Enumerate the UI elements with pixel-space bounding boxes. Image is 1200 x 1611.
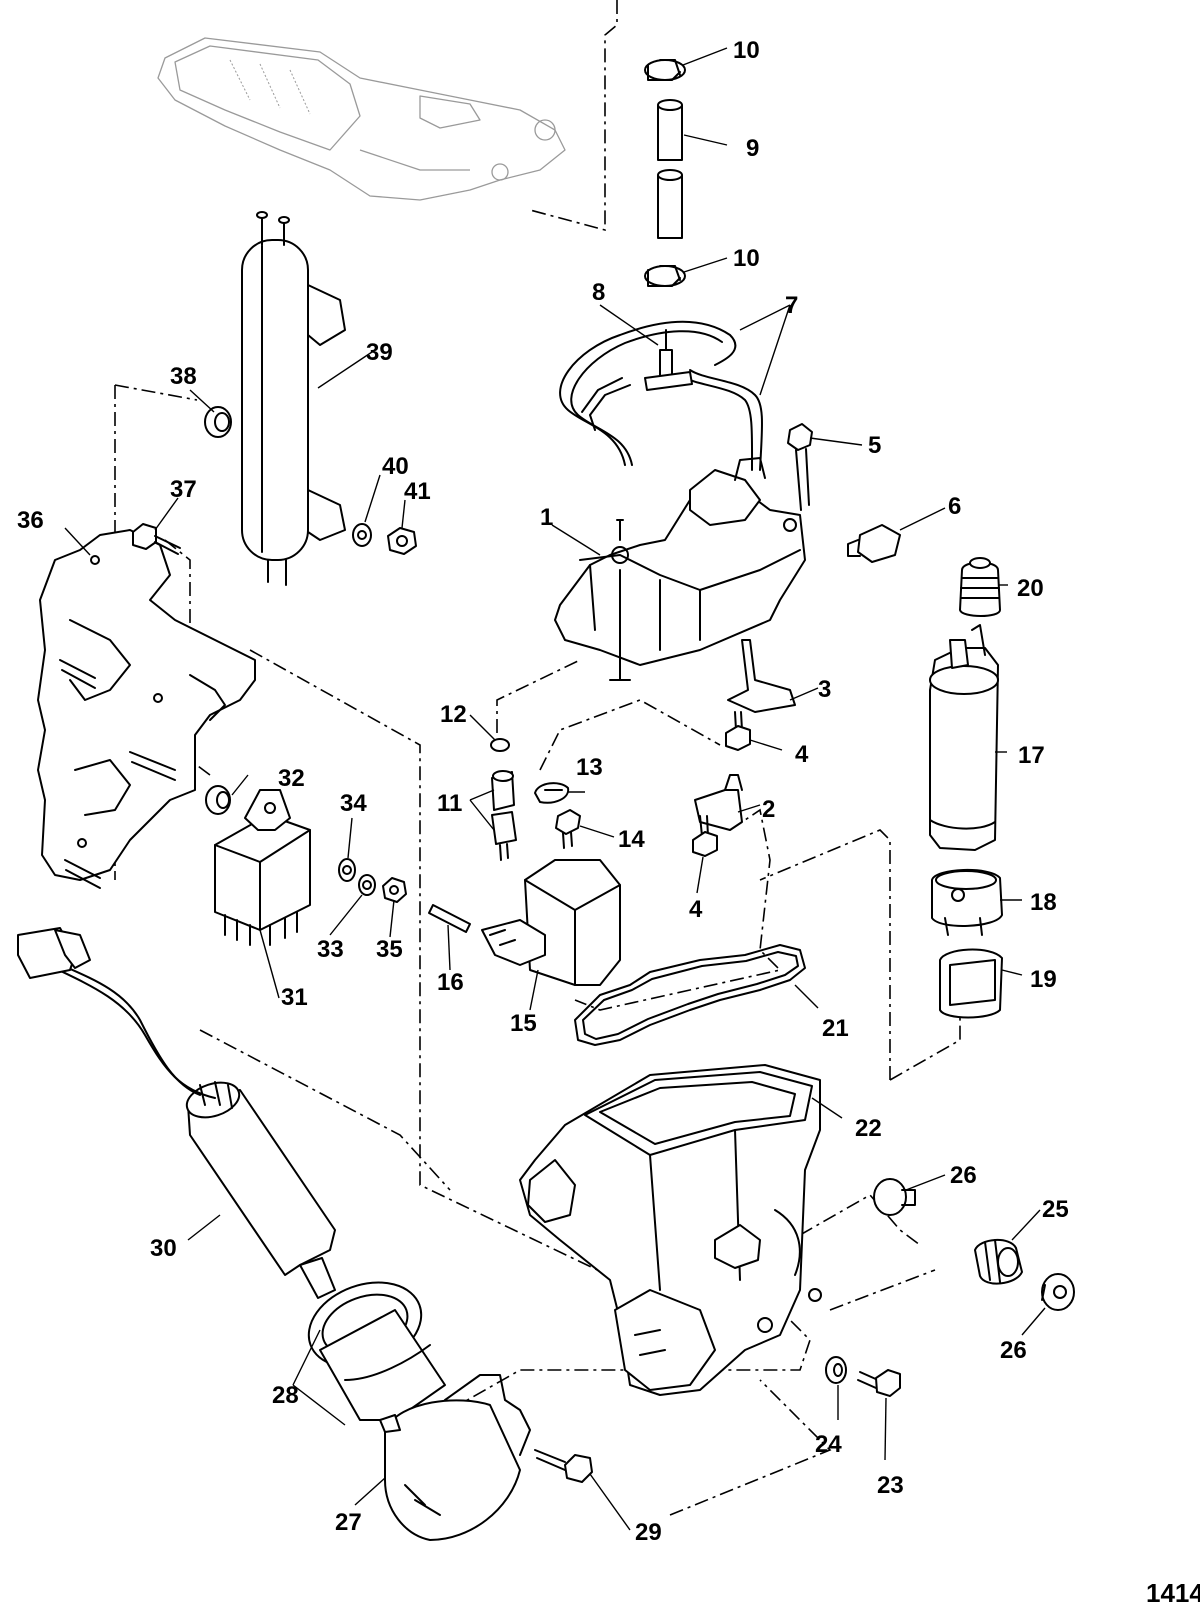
fuel-cooler-39 xyxy=(241,211,346,586)
callout-7: 7 xyxy=(785,292,798,319)
bracket-plate-36 xyxy=(37,529,256,889)
vent-hoses-7 xyxy=(559,320,764,471)
ghost-housing-outline xyxy=(157,37,566,201)
callout-33: 33 xyxy=(317,936,344,963)
callout-15: 15 xyxy=(510,1010,537,1037)
callout-2: 2 xyxy=(762,796,775,823)
callout-23: 23 xyxy=(877,1472,904,1499)
callout-11: 11 xyxy=(437,790,462,817)
callout-36: 36 xyxy=(17,507,44,534)
bolt-23 xyxy=(857,1369,901,1397)
callout-37: 37 xyxy=(170,476,197,503)
callout-19: 19 xyxy=(1030,966,1057,993)
callout-8: 8 xyxy=(592,279,605,306)
callout-4-upper: 4 xyxy=(795,741,809,768)
callout-26-lower: 26 xyxy=(1000,1337,1027,1364)
washer-40 xyxy=(352,523,372,547)
screw-4-lower xyxy=(692,815,718,857)
callout-39: 39 xyxy=(366,339,393,366)
gasket-21 xyxy=(574,944,806,1046)
callout-40: 40 xyxy=(382,453,409,480)
callouts: 1 2 3 4 4 5 6 7 8 9 10 10 11 12 13 14 15… xyxy=(17,37,1069,1546)
fittings-11 xyxy=(491,770,517,861)
leader-lines xyxy=(64,47,1046,1531)
grommet-26-upper xyxy=(873,1178,916,1216)
callout-5: 5 xyxy=(868,432,881,459)
filter-18 xyxy=(931,869,1003,936)
callout-16: 16 xyxy=(437,969,464,996)
callout-12: 12 xyxy=(440,701,467,728)
bolt-29 xyxy=(534,1449,593,1483)
callout-3: 3 xyxy=(818,676,831,703)
hose-clamp-10-top xyxy=(644,59,686,81)
hose-9 xyxy=(657,99,683,239)
o-ring-12 xyxy=(490,738,510,752)
fuel-pump-30 xyxy=(17,927,336,1299)
pin-16 xyxy=(428,904,471,933)
screw-14 xyxy=(555,809,581,849)
callout-27: 27 xyxy=(335,1509,362,1536)
bolt-37 xyxy=(132,523,181,555)
tee-fitting-8 xyxy=(644,329,693,391)
fuel-pump-17 xyxy=(929,624,999,851)
callout-35: 35 xyxy=(376,936,403,963)
callout-24: 24 xyxy=(815,1431,842,1458)
bracket-2 xyxy=(694,774,743,831)
clip-13 xyxy=(534,782,570,804)
grommet-25 xyxy=(974,1239,1023,1285)
lock-washer-33 xyxy=(358,874,376,896)
cushion-19 xyxy=(939,948,1003,1019)
callout-31: 31 xyxy=(281,984,308,1011)
callout-18: 18 xyxy=(1030,889,1057,916)
washer-34 xyxy=(338,858,356,882)
nut-35 xyxy=(382,877,407,903)
washer-24 xyxy=(825,1356,847,1384)
grommet-26-lower xyxy=(1041,1273,1075,1311)
nut-41 xyxy=(387,527,417,555)
screen-20 xyxy=(959,557,1001,617)
sleeve-28 xyxy=(307,1281,446,1421)
callout-21: 21 xyxy=(822,1015,849,1042)
callout-6: 6 xyxy=(948,493,961,520)
callout-22: 22 xyxy=(855,1115,882,1142)
fitting-6 xyxy=(847,524,901,563)
relay-31 xyxy=(214,789,311,946)
callout-29: 29 xyxy=(635,1519,662,1546)
clamp-27 xyxy=(379,1374,531,1541)
callout-10-top: 10 xyxy=(733,37,760,64)
regulator-housing-1 xyxy=(554,457,806,681)
callout-26-upper: 26 xyxy=(950,1162,977,1189)
screw-5 xyxy=(787,423,813,511)
callout-1: 1 xyxy=(540,504,553,531)
screw-4-upper xyxy=(725,711,751,751)
callout-25: 25 xyxy=(1042,1196,1069,1223)
callout-17: 17 xyxy=(1018,742,1045,769)
callout-9: 9 xyxy=(746,135,759,162)
hose-clamp-10-bottom xyxy=(644,265,686,287)
bushing-38 xyxy=(204,406,232,438)
separator-base-22 xyxy=(519,1064,822,1396)
callout-34: 34 xyxy=(340,790,367,817)
connector-lines xyxy=(114,0,961,1516)
callout-4-lower: 4 xyxy=(689,896,703,923)
callout-13: 13 xyxy=(576,754,603,781)
spacer-32 xyxy=(205,785,231,815)
callout-32: 32 xyxy=(278,765,305,792)
bracket-3 xyxy=(727,639,796,713)
cover-15 xyxy=(481,859,621,986)
callout-41: 41 xyxy=(404,478,431,505)
figure-number: 1414 xyxy=(1146,1578,1200,1608)
callout-30: 30 xyxy=(150,1235,177,1262)
callout-10-bottom: 10 xyxy=(733,245,760,272)
callout-28: 28 xyxy=(272,1382,299,1409)
callout-38: 38 xyxy=(170,363,197,390)
callout-14: 14 xyxy=(618,826,645,853)
callout-20: 20 xyxy=(1017,575,1044,602)
